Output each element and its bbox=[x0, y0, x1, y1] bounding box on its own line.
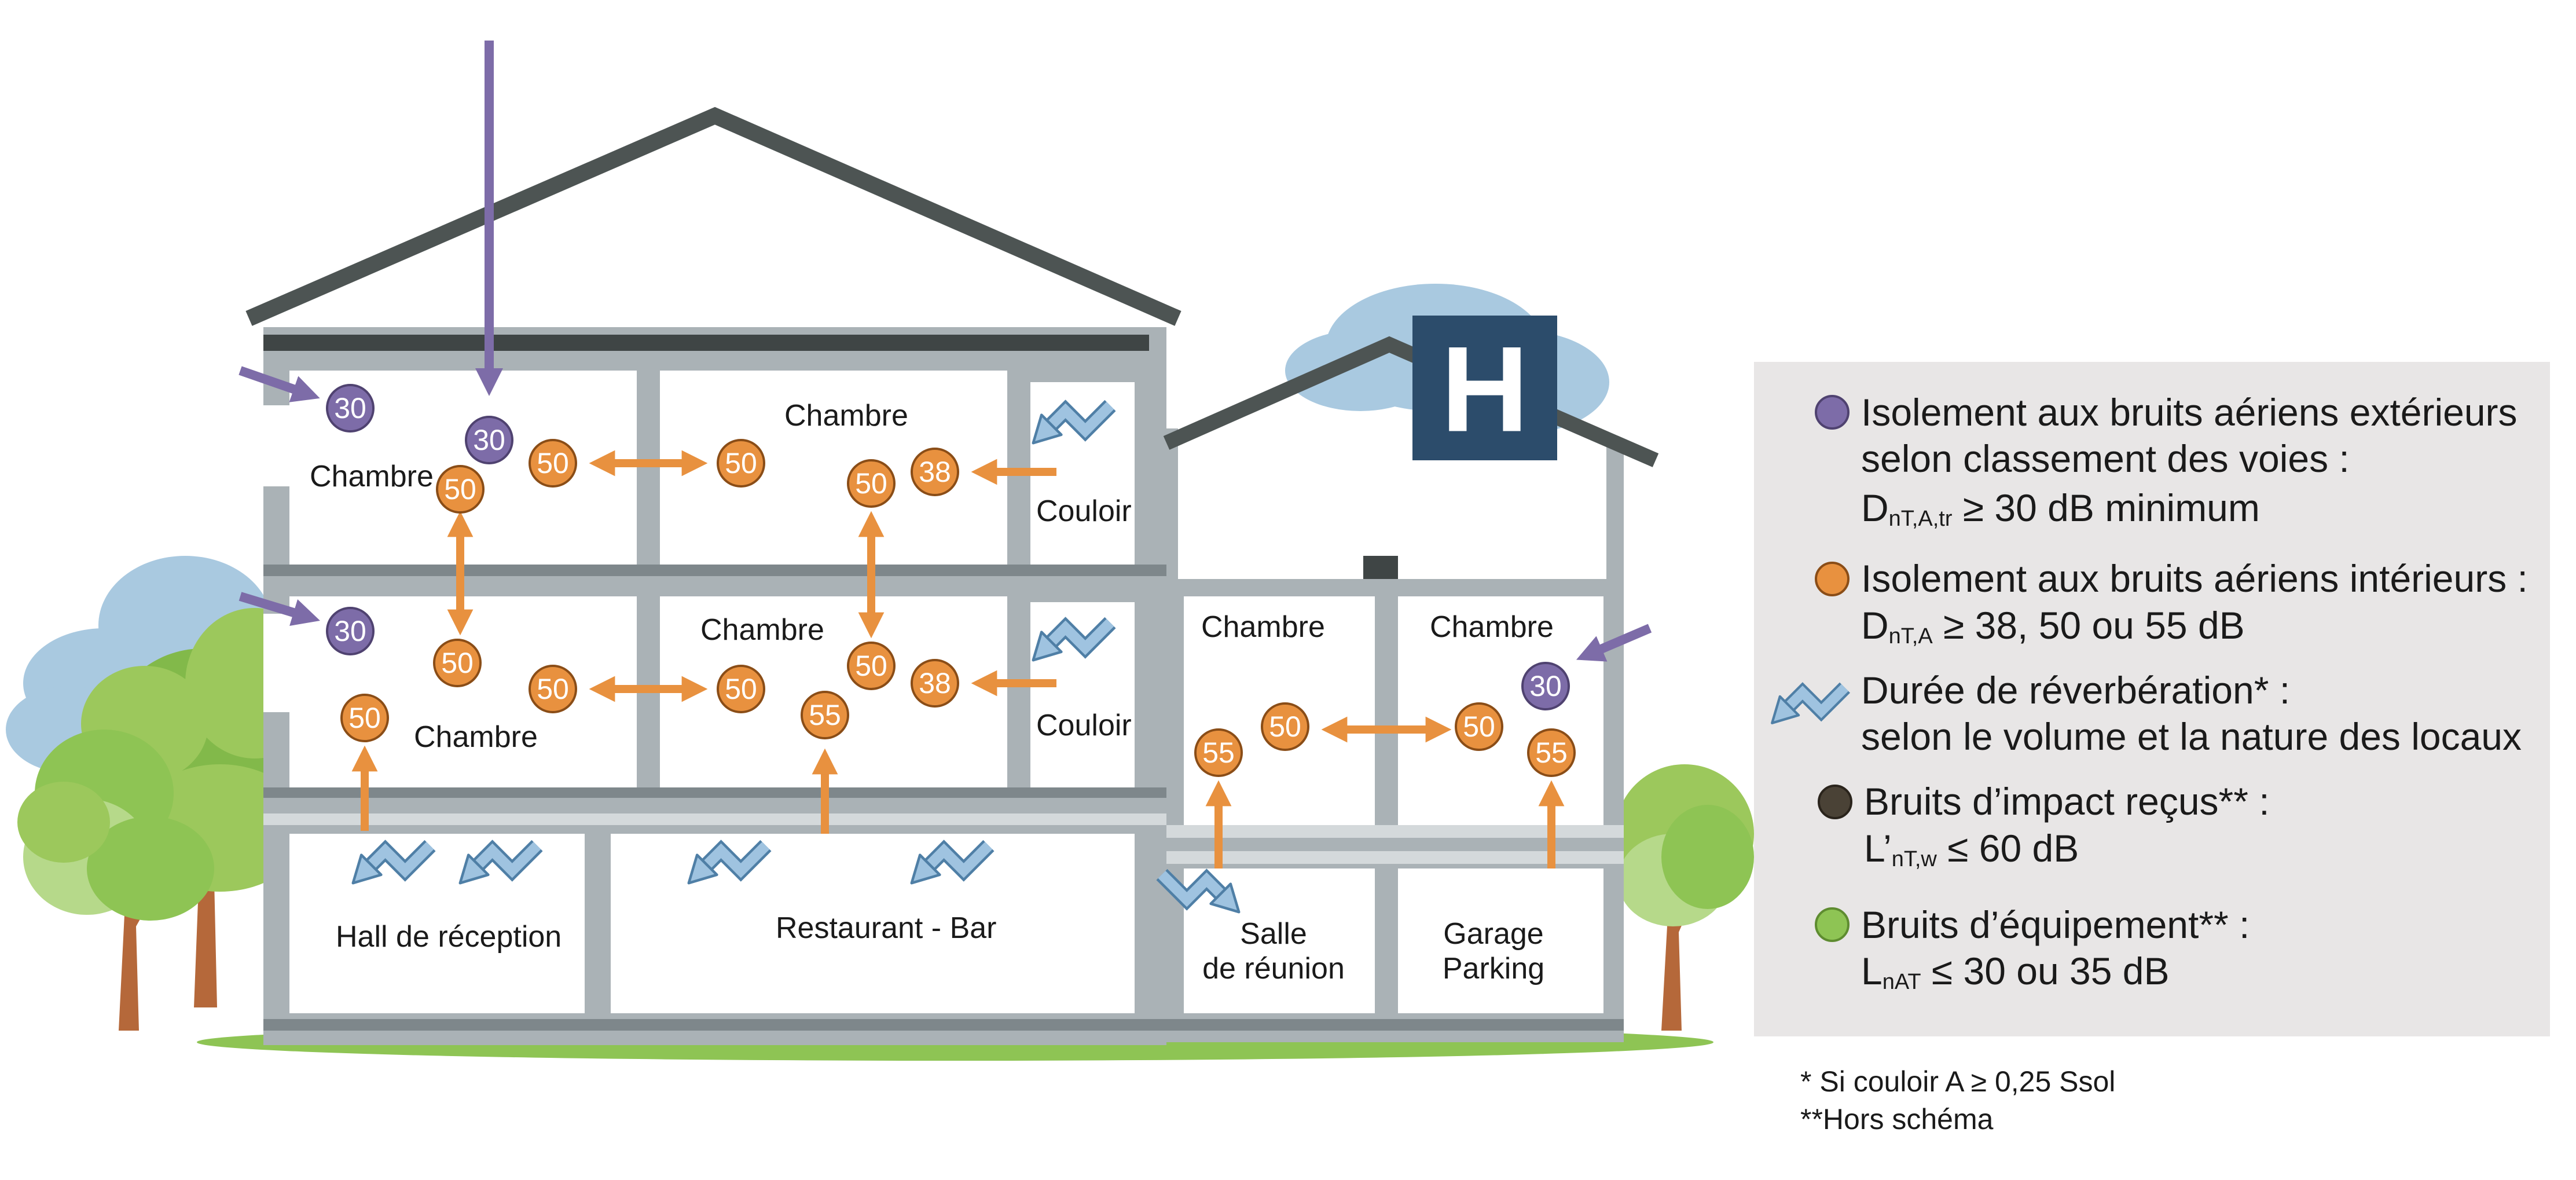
marker-m3: 50 bbox=[436, 465, 485, 514]
marker-m11: 50 bbox=[529, 665, 577, 713]
legend-exterior-line1: Isolement aux bruits aériens extérieurs bbox=[1861, 391, 2518, 434]
marker-m9: 50 bbox=[433, 639, 482, 687]
marker-value: 55 bbox=[1535, 736, 1568, 769]
marker-value: 30 bbox=[1529, 670, 1562, 702]
marker-m2: 30 bbox=[465, 416, 513, 464]
marker-m14: 38 bbox=[911, 659, 959, 708]
room-label-garage-line1: Garage bbox=[1443, 917, 1543, 951]
legend-reverb-line2: selon le volume et la nature des locaux bbox=[1861, 715, 2522, 758]
marker-value: 50 bbox=[348, 702, 381, 734]
marker-m19: 30 bbox=[1521, 662, 1570, 710]
marker-m5: 50 bbox=[717, 439, 765, 488]
legend-equipment-formula: LnAT ≤ 30 ou 35 dB bbox=[1861, 950, 2169, 994]
room-label-chambre-top-left: Chambre bbox=[310, 460, 434, 493]
marker-m15: 55 bbox=[801, 691, 849, 739]
legend-impact-dot bbox=[1818, 785, 1852, 819]
marker-value: 50 bbox=[855, 467, 887, 500]
footnote-couloir: * Si couloir A ≥ 0,25 Ssol bbox=[1800, 1065, 2115, 1098]
marker-m17: 50 bbox=[1261, 702, 1309, 751]
marker-value: 38 bbox=[919, 456, 951, 488]
room-label-garage-line2: Parking bbox=[1443, 952, 1544, 985]
marker-value: 55 bbox=[1202, 736, 1235, 769]
legend-interior-dot bbox=[1815, 562, 1850, 596]
marker-value: 50 bbox=[725, 673, 757, 705]
room-label-couloir-mid: Couloir bbox=[1036, 709, 1132, 742]
marker-value: 30 bbox=[334, 392, 366, 424]
marker-value: 50 bbox=[1463, 710, 1495, 743]
marker-value: 50 bbox=[537, 447, 569, 479]
room-label-chambre-mid-mid: Chambre bbox=[700, 613, 824, 647]
marker-value: 50 bbox=[441, 647, 474, 679]
room-label-restaurant: Restaurant - Bar bbox=[776, 911, 997, 945]
room-labels: Chambre Chambre Couloir Chambre Chambre … bbox=[310, 399, 1554, 985]
room-label-salle-line2: de réunion bbox=[1202, 952, 1345, 985]
room-label-chambre-annex-left: Chambre bbox=[1201, 610, 1325, 644]
legend-impact-line1: Bruits d’impact reçus** : bbox=[1864, 780, 2270, 823]
marker-m6: 50 bbox=[847, 459, 896, 508]
marker-m20: 55 bbox=[1527, 728, 1576, 777]
marker-m1: 30 bbox=[326, 384, 375, 433]
legend-equipment-line1: Bruits d’équipement** : bbox=[1861, 903, 2250, 946]
legend-equipment-dot bbox=[1815, 907, 1850, 942]
annex-building bbox=[1163, 336, 1659, 1042]
marker-value: 38 bbox=[919, 667, 951, 699]
marker-m7: 38 bbox=[911, 448, 959, 496]
legend-background bbox=[1754, 362, 2550, 1036]
marker-value: 50 bbox=[1269, 710, 1301, 743]
legend-exterior-dot bbox=[1815, 395, 1850, 430]
legend-interior-formula: DnT,A ≥ 38, 50 ou 55 dB bbox=[1861, 604, 2245, 648]
tree-right bbox=[1615, 764, 1754, 1031]
marker-m10: 50 bbox=[340, 694, 389, 742]
exterior-arrows bbox=[238, 366, 1652, 662]
room-label-salle-line1: Salle bbox=[1240, 917, 1307, 951]
legend-impact-formula: L’nT,w ≤ 60 dB bbox=[1864, 827, 2079, 871]
marker-m4: 50 bbox=[529, 439, 577, 488]
marker-m12: 50 bbox=[717, 665, 765, 713]
marker-value: 50 bbox=[855, 650, 887, 682]
legend-reverb-line1: Durée de réverbération* : bbox=[1861, 669, 2290, 712]
marker-m8: 30 bbox=[326, 607, 375, 655]
marker-value: 50 bbox=[537, 673, 569, 705]
marker-m18: 50 bbox=[1455, 702, 1503, 751]
marker-m16: 55 bbox=[1194, 728, 1243, 777]
footnote-hors-schema: **Hors schéma bbox=[1800, 1103, 1994, 1135]
marker-m13: 50 bbox=[847, 642, 896, 690]
room-label-chambre-mid-left: Chambre bbox=[414, 720, 538, 754]
interior-arrows bbox=[351, 450, 1565, 868]
room-label-chambre-annex-right: Chambre bbox=[1430, 610, 1554, 644]
room-label-hall: Hall de réception bbox=[336, 920, 562, 954]
room-label-couloir-top: Couloir bbox=[1036, 494, 1132, 528]
main-roof bbox=[245, 107, 1181, 326]
hotel-sign: H bbox=[1412, 316, 1557, 460]
marker-value: 50 bbox=[444, 473, 476, 505]
marker-value: 30 bbox=[334, 615, 366, 647]
marker-value: 30 bbox=[473, 424, 505, 456]
marker-value: 55 bbox=[809, 699, 841, 731]
room-label-chambre-top-mid: Chambre bbox=[784, 399, 908, 433]
legend-exterior-line2: selon classement des voies : bbox=[1861, 437, 2350, 480]
marker-value: 50 bbox=[725, 447, 757, 479]
hotel-sign-letter: H bbox=[1441, 321, 1529, 457]
footnotes: * Si couloir A ≥ 0,25 Ssol **Hors schéma bbox=[1800, 1065, 2115, 1135]
legend: Isolement aux bruits aériens extérieurs … bbox=[1754, 362, 2550, 1036]
legend-exterior-formula: DnT,A,tr ≥ 30 dB minimum bbox=[1861, 486, 2260, 531]
legend-interior-line1: Isolement aux bruits aériens intérieurs … bbox=[1861, 557, 2528, 600]
